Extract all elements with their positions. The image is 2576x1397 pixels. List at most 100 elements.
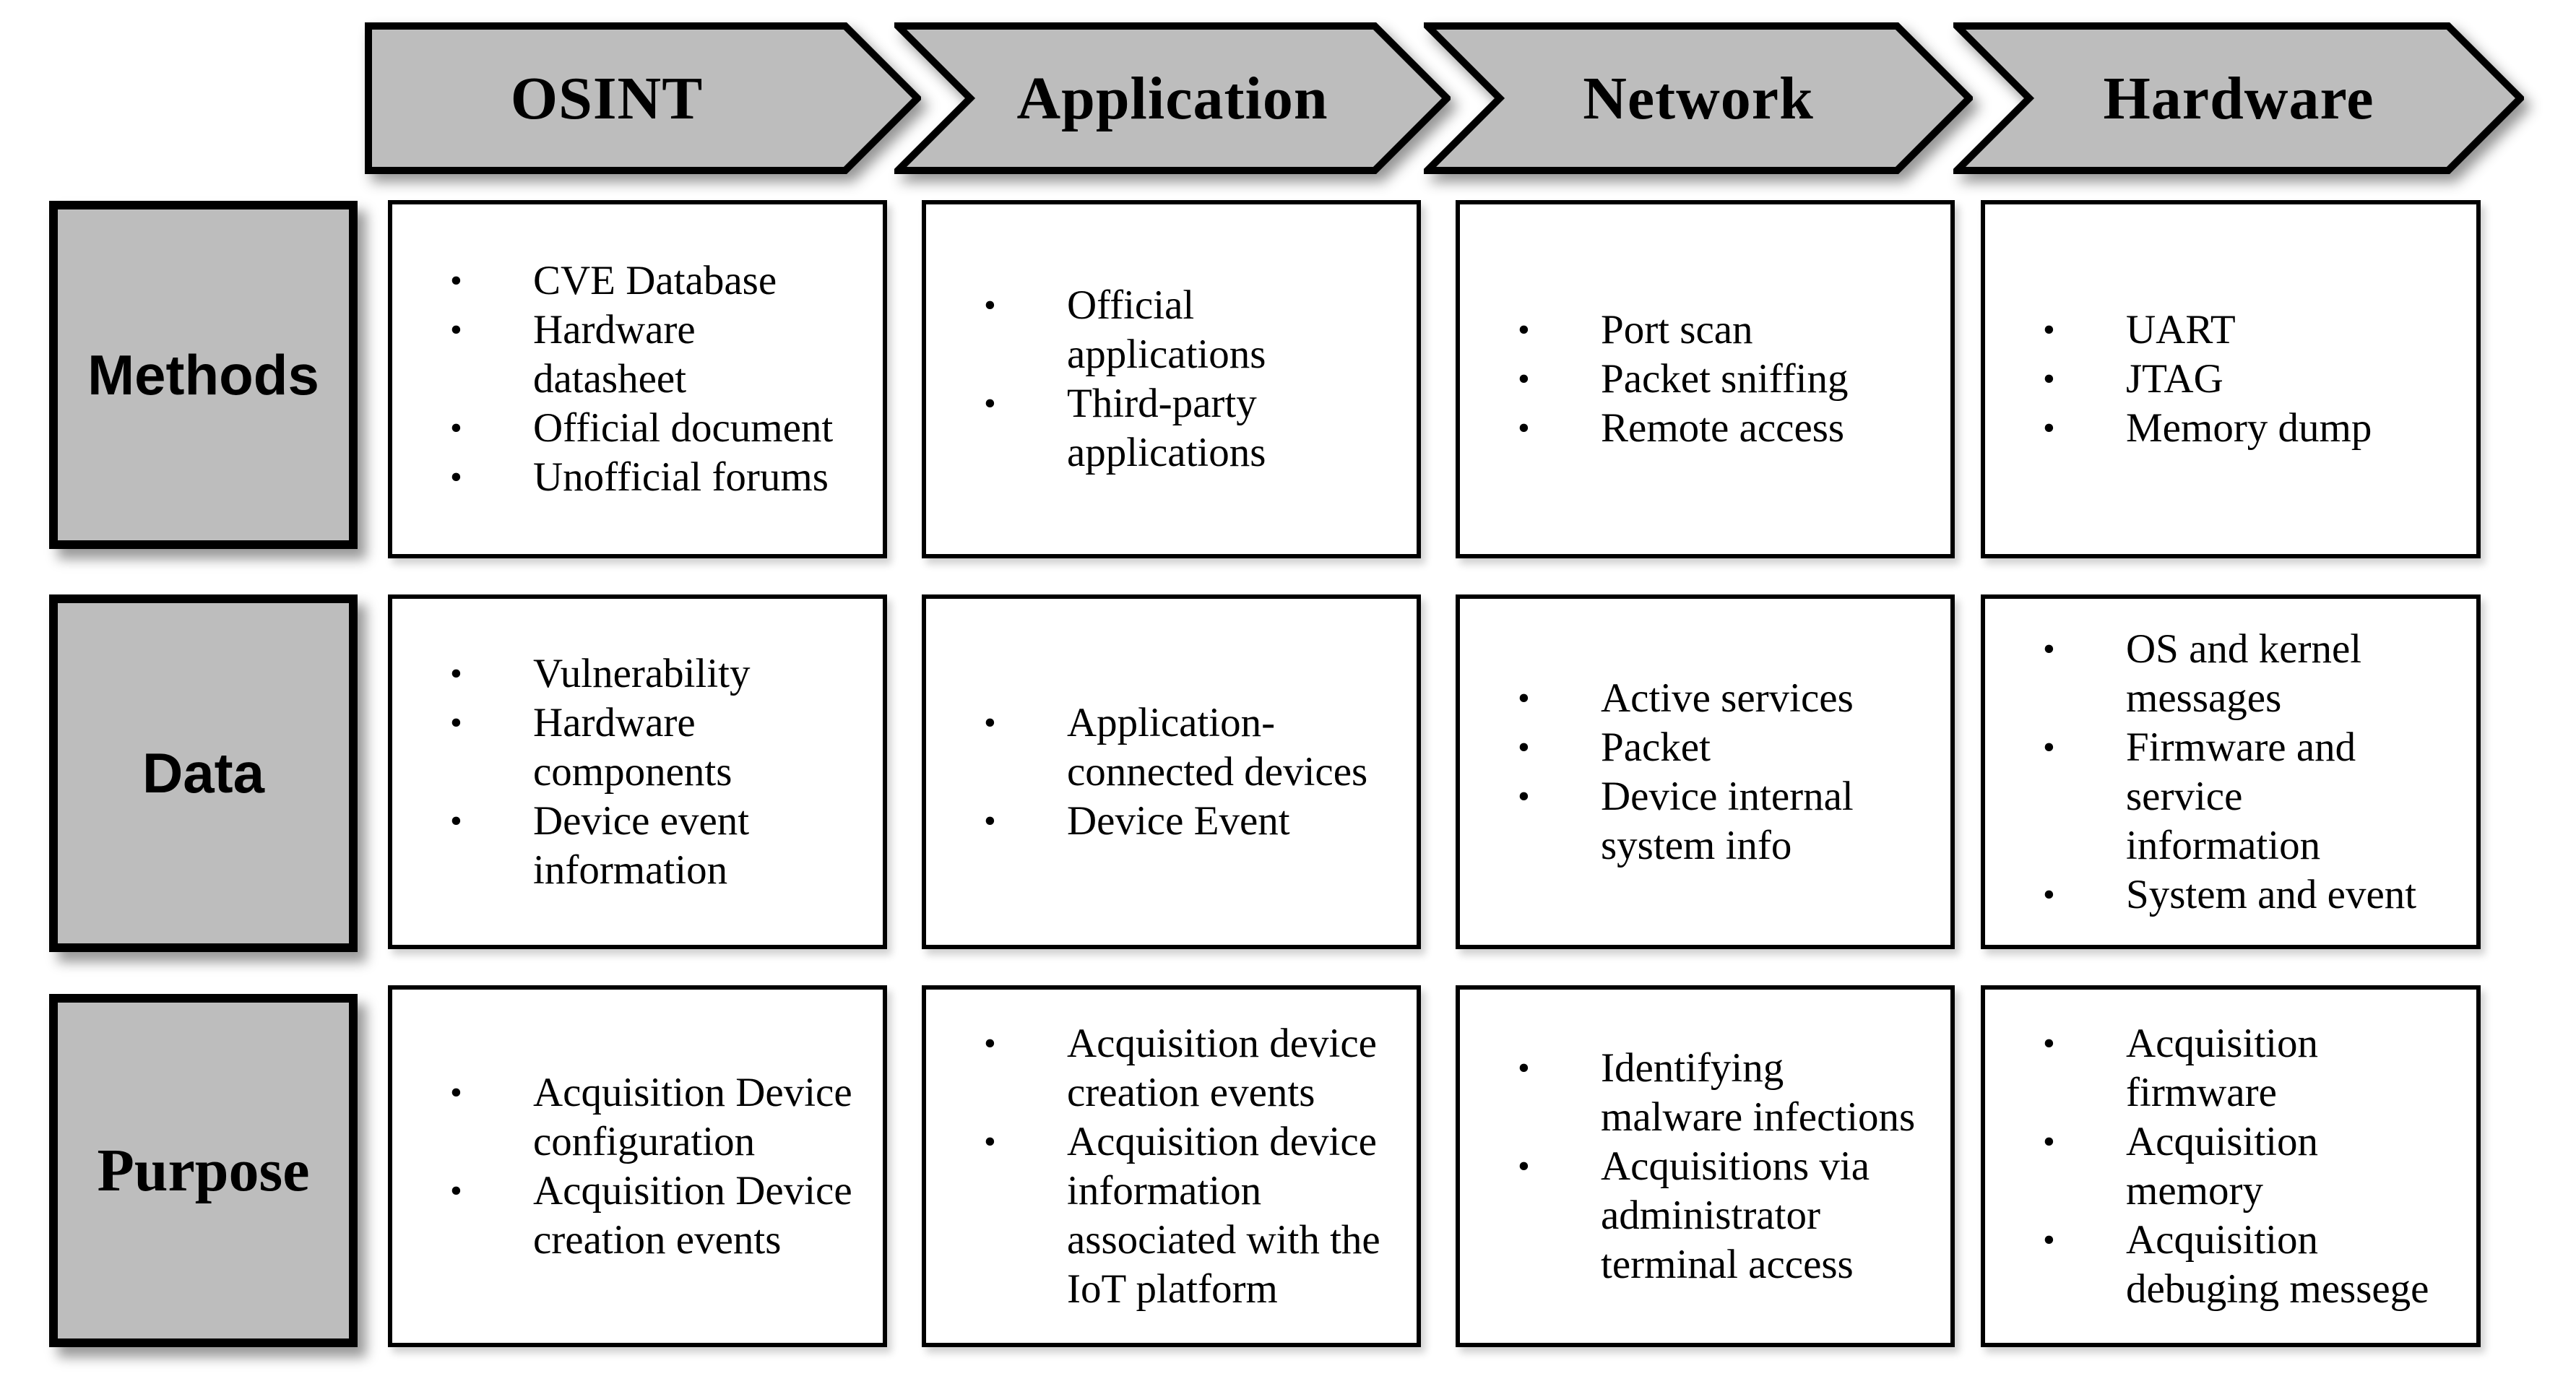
list-item: •Packet <box>1518 723 1950 772</box>
bullet-icon: • <box>450 458 462 496</box>
bullet-icon: • <box>2043 311 2055 349</box>
bullet-icon: • <box>450 409 462 447</box>
list-item: •Third-party applications <box>984 381 1266 475</box>
bullet-icon: • <box>2043 875 2055 914</box>
list-item: •UART <box>2043 306 2476 355</box>
bullet-list: •CVE Database •Hardware datasheet •Offic… <box>392 256 883 502</box>
bullet-list: •Acquisition device creation events •Acq… <box>926 1019 1417 1314</box>
bullet-list: •Application-connected devices •Device E… <box>926 698 1417 846</box>
list-item: •Acquisition memory <box>2043 1118 2318 1214</box>
cell-methods-osint: •CVE Database •Hardware datasheet •Offic… <box>388 200 887 558</box>
bullet-icon: • <box>984 703 996 742</box>
bullet-icon: • <box>450 654 462 693</box>
column-header-label-application: Application <box>1016 64 1328 132</box>
list-item: •Identifying malware infections <box>1518 1044 1916 1140</box>
bullet-icon: • <box>450 261 462 300</box>
list-item: •Acquisition device information associat… <box>984 1118 1380 1312</box>
list-item: •Official document <box>450 404 883 453</box>
cell-data-hardware: •OS and kernel messages •Firmware and se… <box>1981 594 2481 949</box>
cell-methods-hardware: •UART •JTAG •Memory dump <box>1981 200 2481 558</box>
list-item: •Device Event <box>984 797 1417 846</box>
list-item: •JTAG <box>2043 355 2476 404</box>
column-header-label-network: Network <box>1583 64 1814 132</box>
cell-data-application: •Application-connected devices •Device E… <box>922 594 1421 949</box>
bullet-icon: • <box>450 1171 462 1210</box>
bullet-icon: • <box>450 703 462 742</box>
list-item: •Unofficial forums <box>450 453 883 502</box>
list-item: •Vulnerability <box>450 649 883 698</box>
list-item: •Remote access <box>1518 404 1950 453</box>
bullet-icon: • <box>1518 360 1530 398</box>
bullet-icon: • <box>2043 1024 2055 1063</box>
list-item: •CVE Database <box>450 256 883 306</box>
bullet-icon: • <box>450 311 462 349</box>
list-item: •Hardware components <box>450 699 732 795</box>
cell-purpose-network: •Identifying malware infections •Acquisi… <box>1456 985 1955 1347</box>
bullet-icon: • <box>1518 409 1530 447</box>
chevron-arrow-shape <box>1953 22 2524 174</box>
bullet-icon: • <box>1518 727 1530 766</box>
bullet-icon: • <box>984 801 996 840</box>
bullet-icon: • <box>984 1122 996 1161</box>
row-header-label-purpose: Purpose <box>97 1137 310 1204</box>
list-item: •OS and kernel messages <box>2043 626 2362 721</box>
column-header-arrow-network: Network <box>1424 22 1973 175</box>
bullet-list: •Acquisition Device configuration •Acqui… <box>392 1068 883 1265</box>
bullet-icon: • <box>2043 727 2055 766</box>
bullet-icon: • <box>2043 409 2055 447</box>
bullet-list: •Active services •Packet •Device interna… <box>1460 674 1950 870</box>
list-item: •Firmware and service information <box>2043 724 2356 868</box>
bullet-icon: • <box>1518 777 1530 816</box>
list-item: •Device internal system info <box>1518 773 1854 868</box>
bullet-list: •Vulnerability •Hardware components •Dev… <box>392 649 883 895</box>
bullet-icon: • <box>1518 1048 1530 1087</box>
column-header-arrow-hardware: Hardware <box>1953 22 2524 175</box>
list-item: •Acquisition device creation events <box>984 1020 1377 1115</box>
cell-data-network: •Active services •Packet •Device interna… <box>1456 594 1955 949</box>
list-item: •Acquisition Device configuration <box>450 1069 852 1164</box>
row-header-methods: Methods <box>49 201 358 549</box>
bullet-icon: • <box>2043 1122 2055 1161</box>
bullet-icon: • <box>2043 629 2055 668</box>
list-item: •Application-connected devices <box>984 699 1368 795</box>
bullet-icon: • <box>1518 311 1530 349</box>
cell-purpose-application: •Acquisition device creation events •Acq… <box>922 985 1421 1347</box>
list-item: •Hardware datasheet <box>450 307 696 402</box>
bullet-icon: • <box>984 1024 996 1063</box>
cell-methods-network: •Port scan •Packet sniffing •Remote acce… <box>1456 200 1955 558</box>
row-header-label-data: Data <box>142 741 265 805</box>
bullet-icon: • <box>2043 360 2055 398</box>
pentagon-arrow-shape <box>365 22 921 174</box>
list-item: •Port scan <box>1518 306 1950 355</box>
bullet-list: •Port scan •Packet sniffing •Remote acce… <box>1460 306 1950 453</box>
column-header-arrow-application: Application <box>894 22 1451 175</box>
list-item: •Memory dump <box>2043 404 2476 453</box>
bullet-list: •Acquisition firmware •Acquisition memor… <box>1985 1019 2476 1314</box>
cell-purpose-osint: •Acquisition Device configuration •Acqui… <box>388 985 887 1347</box>
bullet-list: •Identifying malware infections •Acquisi… <box>1460 1044 1950 1289</box>
bullet-icon: • <box>1518 678 1530 717</box>
column-header-label-hardware: Hardware <box>2103 64 2374 132</box>
list-item: •Packet sniffing <box>1518 355 1950 404</box>
bullet-list: •Official applications •Third-party appl… <box>926 281 1417 477</box>
bullet-icon: • <box>2043 1220 2055 1259</box>
cell-purpose-hardware: •Acquisition firmware •Acquisition memor… <box>1981 985 2481 1347</box>
list-item: •Active services <box>1518 674 1950 723</box>
column-header-label-osint: OSINT <box>510 64 704 132</box>
bullet-icon: • <box>984 384 996 423</box>
bullet-list: •OS and kernel messages •Firmware and se… <box>1985 625 2476 920</box>
bullet-icon: • <box>984 286 996 324</box>
bullet-icon: • <box>450 1073 462 1112</box>
list-item: •System and event <box>2043 870 2476 920</box>
list-item: •Official applications <box>984 282 1266 377</box>
row-header-purpose: Purpose <box>49 994 358 1347</box>
list-item: •Acquisition debuging messege <box>2043 1216 2429 1312</box>
row-header-data: Data <box>49 594 358 952</box>
list-item: •Acquisition firmware <box>2043 1020 2318 1115</box>
list-item: •Acquisition Device creation events <box>450 1167 852 1263</box>
column-header-arrow-osint: OSINT <box>365 22 921 175</box>
chevron-arrow-shape <box>1424 22 1973 174</box>
bullet-list: •UART •JTAG •Memory dump <box>1985 306 2476 453</box>
cell-data-osint: •Vulnerability •Hardware components •Dev… <box>388 594 887 949</box>
